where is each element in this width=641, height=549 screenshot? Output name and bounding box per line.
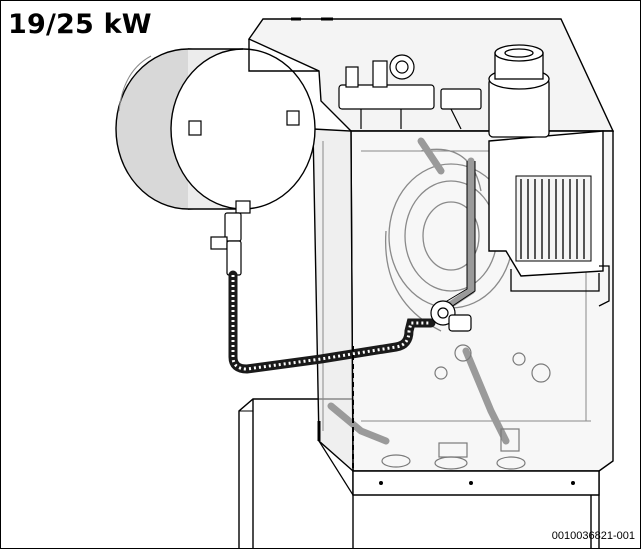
control-box-bracket [510,265,610,307]
power-label: 19/25 kW [8,9,152,40]
connection-hose [228,270,436,374]
control-box-fins [520,179,585,259]
doc-number: 0010036821-001 [551,530,635,542]
lower-fittings [381,344,551,470]
vessel-valve [210,212,242,276]
wall-bracket [317,346,354,471]
expansion-vessel [115,48,316,214]
back-rail [248,17,333,72]
hydraulic-block [338,54,482,130]
flue-outlet [488,44,550,138]
pump-fitting [430,300,472,332]
